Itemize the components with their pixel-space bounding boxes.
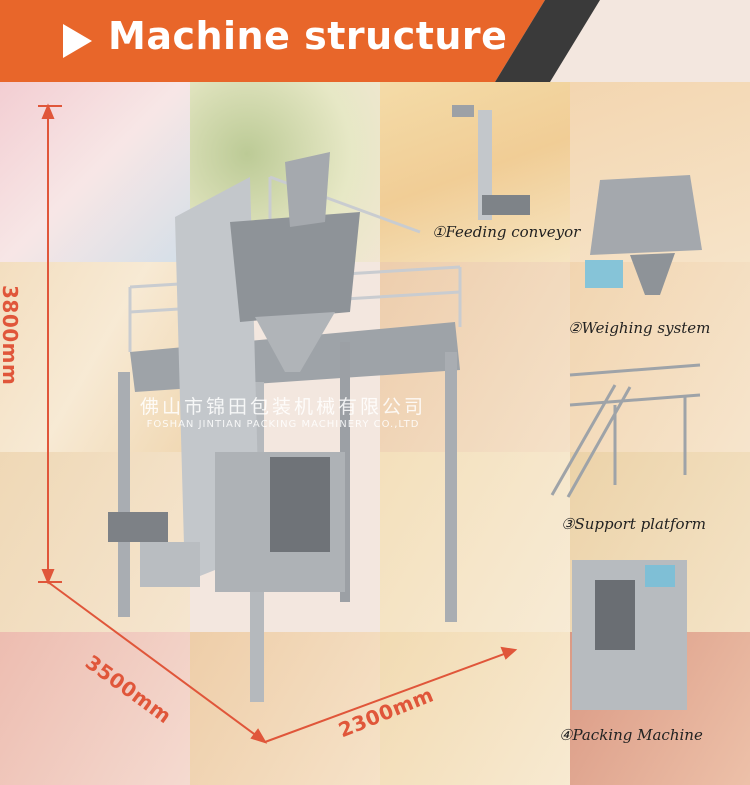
- waffle-tile: [190, 632, 380, 785]
- weigher: [230, 152, 360, 372]
- packing-machine-thumb: [572, 560, 687, 710]
- rice-crackers-tile: [380, 452, 570, 632]
- weighing-system-thumb: [585, 175, 702, 295]
- balls-tile: [380, 632, 570, 785]
- banner-shape: [0, 0, 600, 82]
- caption-feeding-conveyor: ①Feeding conveyor: [432, 223, 581, 241]
- watermark-cn: 佛山市锦田包装机械有限公司: [140, 396, 427, 418]
- background-food-collage: [0, 82, 750, 785]
- packing-machine: [108, 452, 345, 592]
- caption-support-platform: ③Support platform: [561, 515, 706, 533]
- height-dimension-label: 3800mm: [0, 285, 22, 386]
- snack-sticks-tile: [380, 82, 570, 262]
- header-banner: Machine structure: [0, 0, 750, 82]
- watermark-en: FOSHAN JINTIAN PACKING MACHINERY CO.,LTD: [146, 419, 420, 430]
- feeding-conveyor-thumb: [452, 105, 530, 220]
- caption-packing-machine: ④Packing Machine: [559, 726, 703, 744]
- banner-title: Machine structure: [108, 14, 508, 58]
- marshmallow-tile: [0, 82, 190, 262]
- caption-weighing-system: ②Weighing system: [568, 319, 711, 337]
- component-thumbnails: [452, 105, 702, 710]
- cookie-tile: [0, 632, 190, 785]
- company-watermark: 佛山市锦田包装机械有限公司 FOSHAN JINTIAN PACKING MAC…: [140, 392, 426, 430]
- support-platform-thumb: [550, 363, 701, 498]
- machine-illustration: [38, 103, 518, 744]
- play-triangle-icon: [63, 24, 92, 58]
- dimension-lines: [38, 103, 518, 744]
